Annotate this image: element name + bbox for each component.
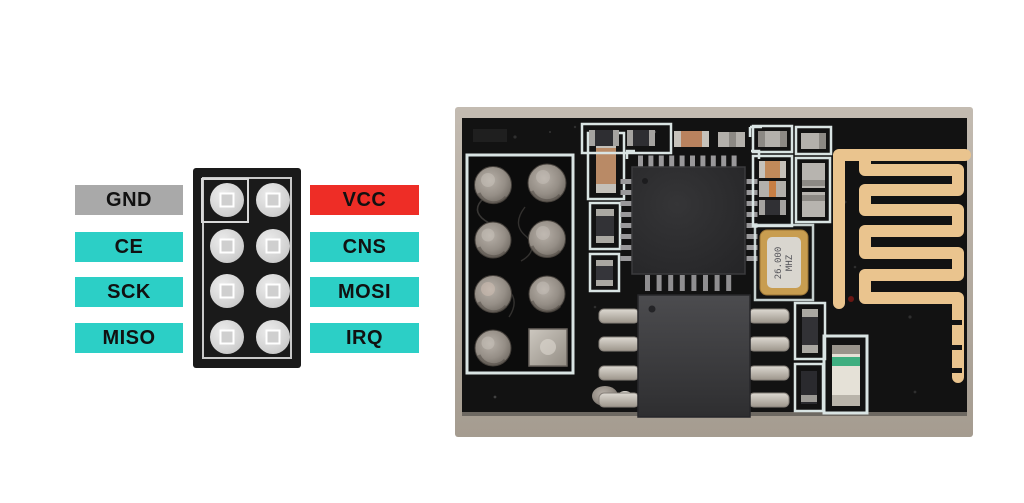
pin-8 (256, 320, 290, 354)
pin-1 (210, 183, 244, 217)
smd-cluster-right (751, 124, 833, 228)
mcu-chip (620, 149, 761, 291)
led (822, 334, 869, 415)
pin1-marker (201, 178, 249, 223)
pin-3 (210, 229, 244, 263)
header-solder-pads (465, 153, 575, 375)
flash-chip (598, 294, 790, 418)
header-connector (193, 168, 301, 368)
antenna-edge-notches (950, 320, 962, 373)
pin-label-miso: MISO (75, 323, 183, 353)
pin-7 (210, 320, 244, 354)
pcb-antenna (833, 149, 971, 383)
pin-5 (210, 274, 244, 308)
crystal-oscillator: 26.000 MHZ (753, 223, 815, 302)
smd-resistor-left-2 (588, 252, 621, 293)
pin-6 (256, 274, 290, 308)
pin-label-sck: SCK (75, 277, 183, 307)
pin-2 (256, 183, 290, 217)
smd-resistor-left-1 (588, 201, 622, 251)
module-photo: 26.000 MHZ (455, 107, 973, 437)
pin-label-ce: CE (75, 232, 183, 262)
solder-joint (474, 163, 567, 367)
svg-text:MHZ: MHZ (785, 254, 795, 271)
pin-label-vcc: VCC (310, 185, 419, 215)
smd-resistor-vertical (793, 301, 827, 361)
crystal-text: 26.000 MHZ (774, 247, 795, 280)
pin-label-gnd: GND (75, 185, 183, 215)
pin-label-cns: CNS (310, 232, 419, 262)
svg-text:26.000: 26.000 (774, 247, 784, 280)
pin-label-mosi: MOSI (310, 277, 419, 307)
pin-4 (256, 229, 290, 263)
antenna-via-dot (848, 296, 854, 302)
pin-label-irq: IRQ (310, 323, 419, 353)
